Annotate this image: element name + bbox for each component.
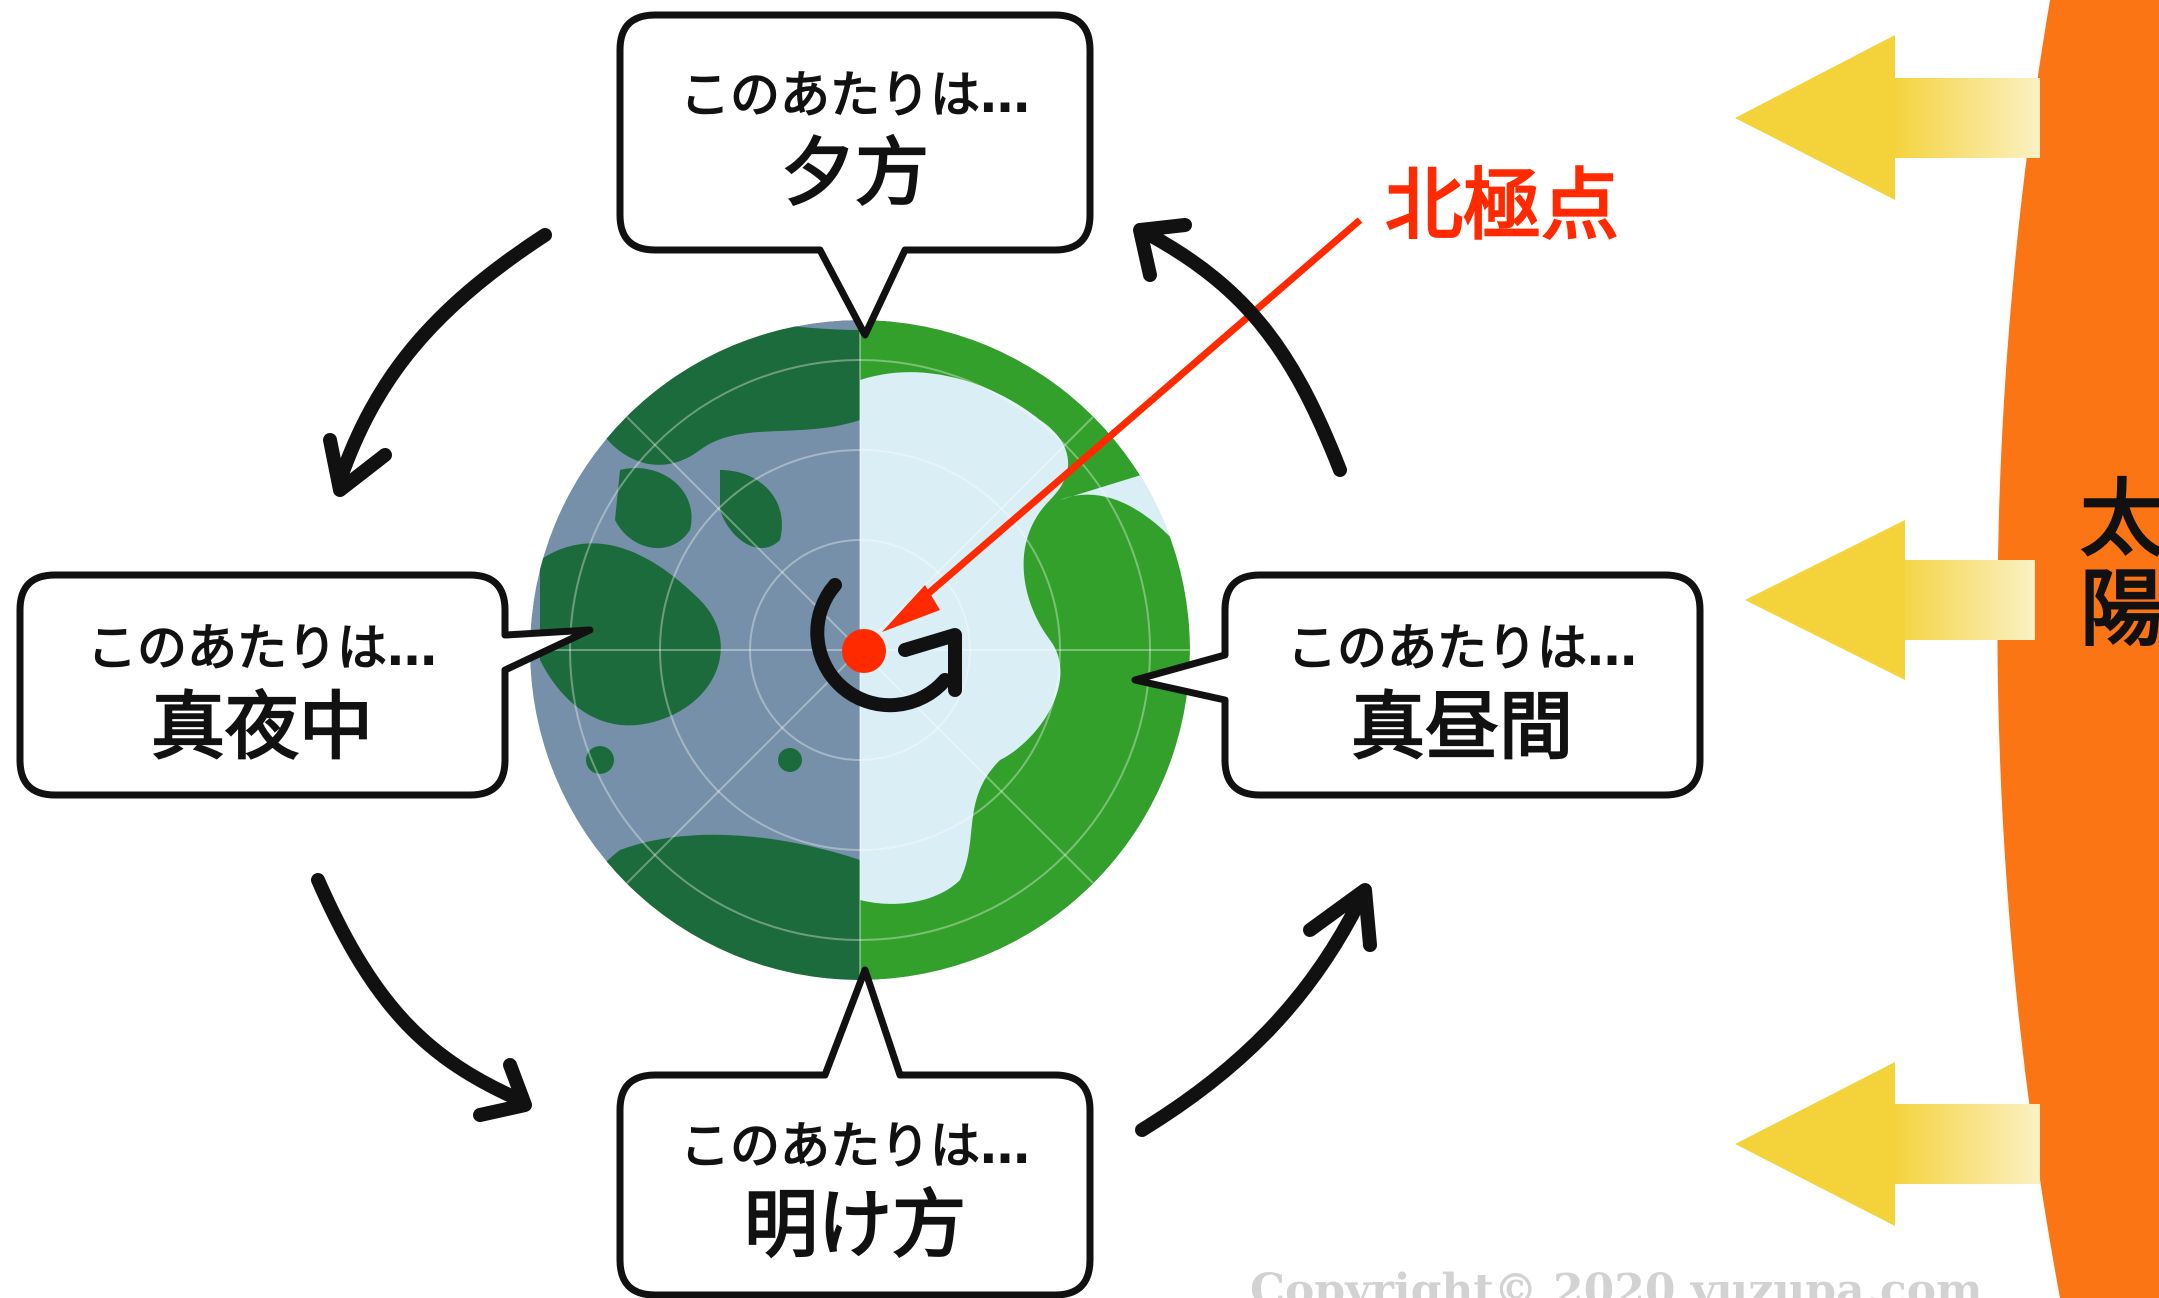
sun-ray-middle	[1745, 520, 2035, 680]
arrow-dawn-to-noon	[1135, 883, 1377, 1137]
copyright-notice: Copyright© 2020 yuzupa.com	[1250, 1265, 1983, 1298]
bubble-midnight: このあたりは… 真夜中	[16, 571, 594, 799]
sun-label-top: 太	[2080, 470, 2159, 568]
bubble-midnight-prefix: このあたりは…	[87, 619, 437, 677]
sun: 太 陽	[1997, 0, 2159, 1298]
bubble-dawn: このあたりは… 明け方	[616, 966, 1094, 1298]
north-pole-pointer	[882, 217, 1363, 632]
bubble-evening-prefix: このあたりは…	[680, 66, 1030, 124]
arrow-evening-to-midnight	[323, 228, 552, 497]
sun-ray-bottom	[1735, 1062, 2040, 1226]
bubble-noon-label: 真昼間	[1351, 684, 1573, 770]
bubble-midnight-label: 真夜中	[151, 684, 373, 770]
rotation-arrow	[810, 578, 962, 713]
bubble-evening-label: 夕方	[781, 130, 929, 216]
sun-rays	[1735, 35, 2040, 1226]
sun-ray-top	[1735, 35, 2040, 200]
bubble-evening: このあたりは… 夕方	[616, 11, 1094, 339]
arrow-midnight-to-dawn	[311, 873, 532, 1122]
cycle-arrows	[311, 218, 1377, 1137]
arrow-noon-to-evening	[1133, 218, 1347, 477]
bubble-noon-prefix: このあたりは…	[1287, 619, 1637, 677]
bubble-dawn-prefix: このあたりは…	[680, 1117, 1030, 1175]
sun-label-bottom: 陽	[2080, 560, 2159, 658]
north-pole-label: 北極点	[1385, 161, 1619, 251]
sun-body	[1997, 0, 2159, 1298]
bubble-noon: このあたりは… 真昼間	[1131, 571, 1704, 799]
north-pole-marker	[842, 629, 886, 673]
bubble-dawn-label: 明け方	[744, 1182, 966, 1268]
